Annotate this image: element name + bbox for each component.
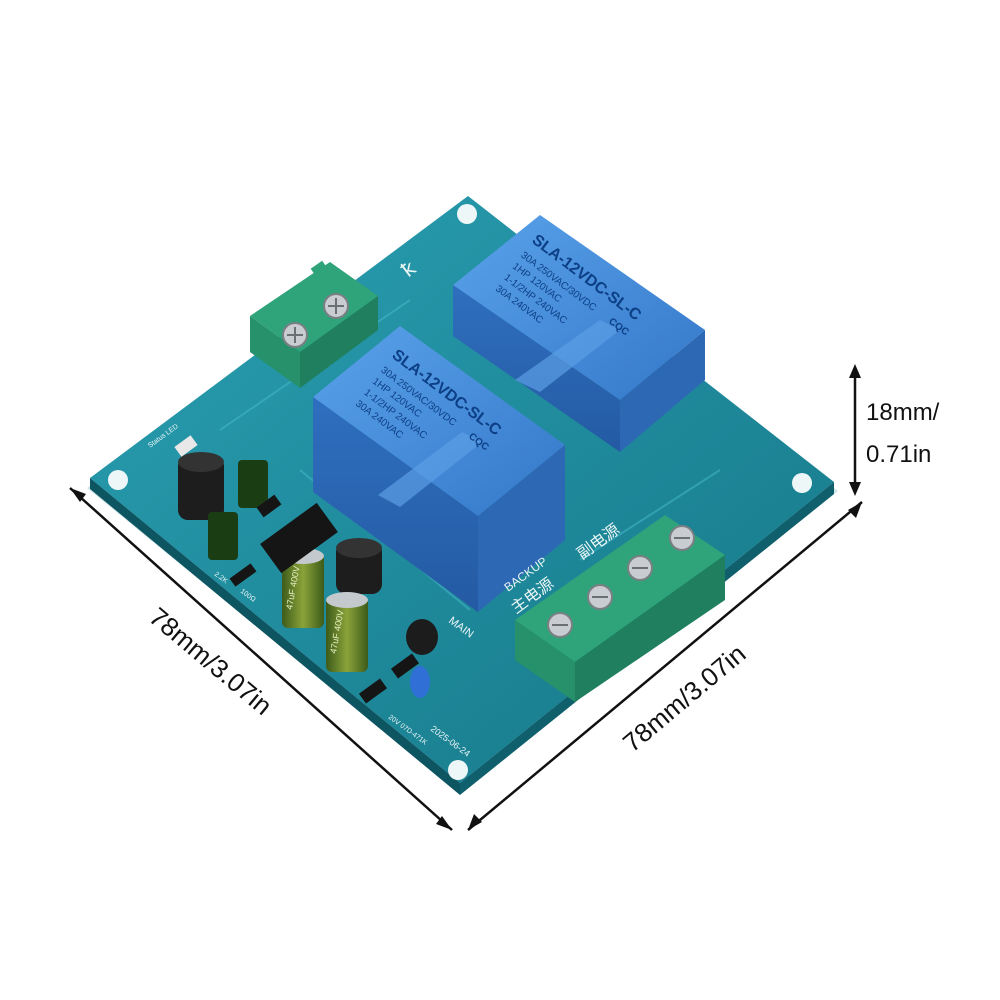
- varistor: [406, 619, 438, 655]
- capacitor: [208, 512, 238, 560]
- mount-hole: [792, 473, 812, 493]
- status-led: [174, 435, 198, 457]
- mount-hole: [448, 760, 468, 780]
- terminal-block-power: [515, 515, 725, 702]
- components: 47uF 400V 47uF 400V: [174, 435, 438, 704]
- relay-1: SLA-12VDC-SL-C 30A 250VAC/30VDC 1HP 120V…: [313, 326, 565, 612]
- relay-2: SLA-12VDC-SL-C 30A 250VAC/30VDC 1HP 120V…: [453, 215, 705, 452]
- dimension-right: [467, 501, 863, 831]
- ic-chip: [260, 502, 338, 574]
- terminal-block-coil: [250, 260, 378, 388]
- dimension-height: [849, 364, 861, 496]
- dimension-height-label: 0.71in: [866, 441, 931, 468]
- dimension-left: [69, 487, 453, 831]
- y-capacitor: [410, 666, 430, 698]
- capacitor-400v: [326, 596, 368, 672]
- mount-hole: [457, 204, 477, 224]
- capacitor: [238, 460, 268, 508]
- dimension-height-label: 18mm/: [866, 399, 940, 426]
- mount-hole: [108, 470, 128, 490]
- capacitor-400v: [282, 552, 324, 628]
- inductor: [178, 456, 224, 520]
